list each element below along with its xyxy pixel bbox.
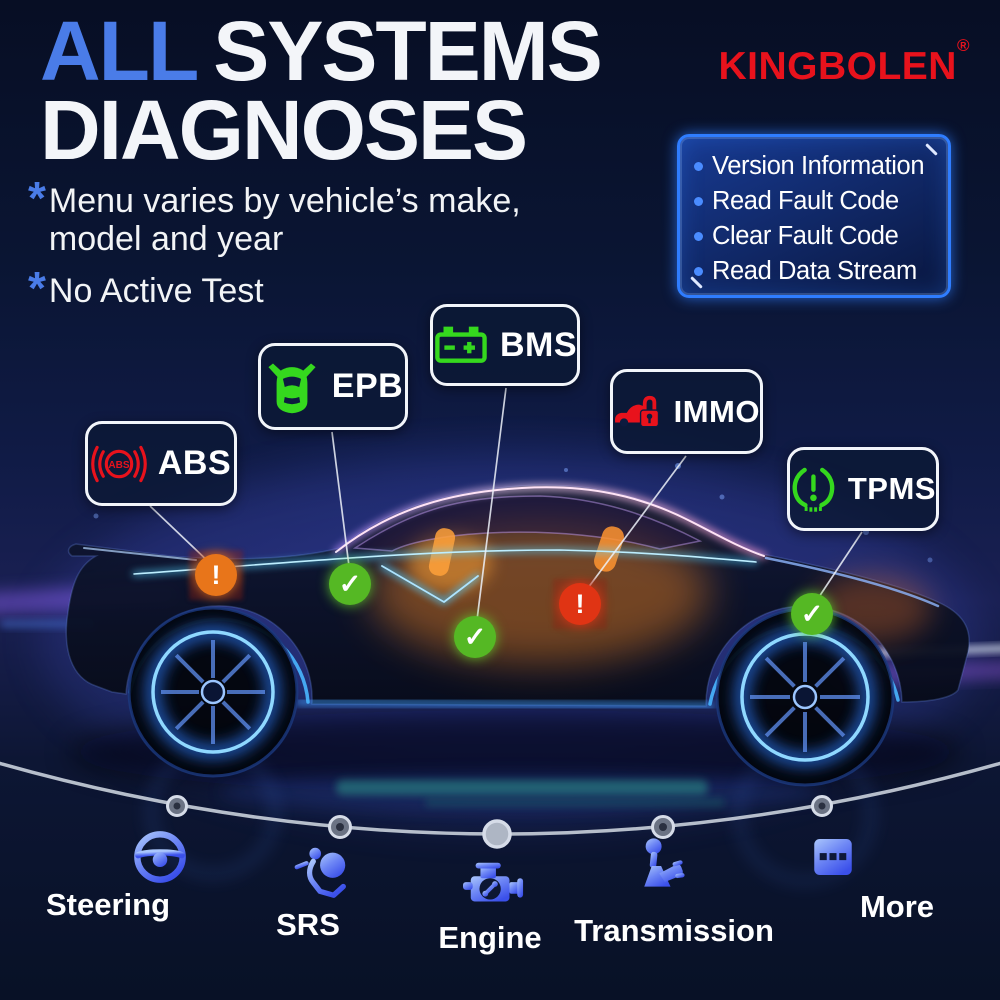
more-options-icon	[808, 832, 858, 887]
feature-label: Read Fault Code	[712, 187, 899, 215]
car-battery-icon	[435, 326, 487, 363]
title-highlight: ALL	[40, 4, 199, 98]
bms-callout-line	[475, 387, 507, 629]
gear-shifter-icon	[633, 836, 693, 901]
teal-reflection-bar-2	[425, 798, 725, 807]
timeline-nodes	[166, 795, 833, 849]
badge-label: TPMS	[847, 471, 936, 506]
footnote-menu-varies: * Menu varies by vehicle’s make, model a…	[28, 172, 521, 259]
badge-label: BMS	[499, 325, 577, 364]
registered-mark: ®	[956, 36, 970, 55]
menu-label-steering: Steering	[45, 887, 171, 922]
list-item: Clear Fault Code	[694, 219, 936, 254]
title-line2: DIAGNOSES	[40, 82, 528, 177]
feature-label: Clear Fault Code	[712, 222, 899, 250]
function-list-panel: Version Information Read Fault Code Clea…	[677, 134, 951, 298]
badge-label: ABS	[157, 444, 232, 482]
footnote-line: Menu varies by vehicle’s make,	[48, 182, 521, 220]
bullet-dot	[694, 267, 703, 276]
epb-callout-line	[331, 431, 351, 575]
teal-reflection-bar	[336, 780, 708, 795]
rear-wheel	[127, 606, 299, 778]
warning-glyph: !	[575, 588, 585, 619]
brand-logo: KINGBOLEN®	[718, 36, 970, 89]
warning-glyph: !	[211, 559, 221, 590]
abs-brake-warning-icon: ABS	[91, 445, 147, 482]
tire-pressure-icon	[792, 467, 835, 512]
status-marker-bms: ✓	[454, 616, 496, 658]
check-glyph: ✓	[463, 621, 487, 652]
menu-label-transmission: Transmission	[574, 913, 774, 948]
abs-callout-line	[149, 505, 214, 567]
check-glyph: ✓	[338, 568, 362, 599]
callout-lines	[149, 387, 863, 629]
neon-lines	[83, 484, 940, 709]
asterisk: *	[28, 172, 46, 224]
footnote-line: model and year	[48, 220, 284, 259]
bullet-dot	[694, 162, 703, 171]
car-immobilizer-lock-icon	[615, 395, 660, 428]
airbag-icon	[291, 841, 353, 908]
badge-label: EPB	[331, 367, 404, 405]
menu-label-srs: SRS	[276, 907, 340, 942]
badge-abs: ABS ABS	[85, 421, 237, 506]
engine-icon	[461, 853, 527, 920]
feature-label: Version Information	[712, 152, 925, 180]
footnotes: * Menu varies by vehicle’s make, model a…	[28, 172, 521, 324]
svg-text:ABS: ABS	[108, 459, 130, 470]
badge-tpms: TPMS	[787, 447, 939, 531]
status-marker-immo: !	[559, 583, 601, 625]
badge-label: IMMO	[673, 393, 760, 429]
brand-name: KINGBOLEN	[718, 45, 957, 88]
status-marker-tpms: ✓	[791, 593, 833, 635]
check-glyph: ✓	[800, 598, 824, 629]
car-top-view-icon	[268, 362, 316, 413]
feature-label: Read Data Stream	[712, 257, 917, 285]
bullet-dot	[694, 232, 703, 241]
status-marker-abs: !	[195, 554, 237, 596]
tpms-callout-line	[812, 531, 863, 607]
front-wheel	[715, 607, 895, 787]
immo-callout-line	[581, 455, 687, 597]
status-marker-epb: ✓	[329, 563, 371, 605]
menu-label-engine: Engine	[438, 920, 542, 955]
footnote-line: No Active Test	[48, 272, 264, 311]
badge-immo: IMMO	[610, 369, 763, 454]
badge-bms: BMS	[430, 304, 580, 386]
bullet-dot	[694, 197, 703, 206]
title-rest: SYSTEMS	[213, 4, 602, 98]
car-seat	[594, 526, 624, 572]
list-item: Read Data Stream	[694, 254, 936, 289]
list-item: Version Information	[694, 149, 936, 184]
badge-epb: EPB	[258, 343, 408, 430]
footnote-no-active-test: * No Active Test	[28, 262, 521, 315]
asterisk: *	[28, 262, 46, 315]
steering-wheel-icon	[131, 828, 189, 891]
list-item: Read Fault Code	[694, 184, 936, 219]
menu-label-more: More	[859, 889, 935, 924]
